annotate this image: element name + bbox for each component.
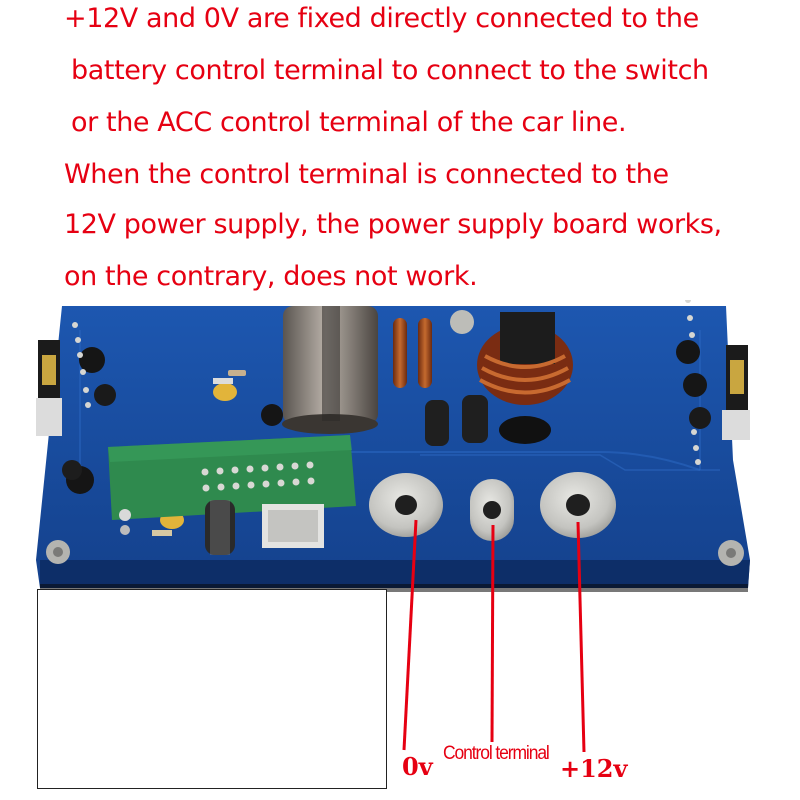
pcb-edge-shadow xyxy=(40,560,750,588)
pcb-photo xyxy=(36,300,750,753)
label-control-terminal: Control terminal xyxy=(443,743,550,764)
label-12v: +12v xyxy=(560,754,628,783)
label-0v: 0v xyxy=(402,752,433,781)
pointer-lines xyxy=(402,519,586,753)
caption-line-1: +12V and 0V are fixed directly connected… xyxy=(64,3,699,34)
small-electrolytic xyxy=(205,500,235,555)
caption-line-3: or the ACC control terminal of the car l… xyxy=(71,107,627,138)
top-screw xyxy=(450,310,474,334)
right-pin-column xyxy=(685,300,701,465)
left-pin-column xyxy=(72,322,91,408)
regulator xyxy=(262,504,324,548)
terminal-12v xyxy=(540,472,616,538)
right-transistor-group xyxy=(676,340,750,440)
terminal-control xyxy=(470,479,514,541)
control-daughter-board xyxy=(108,435,356,520)
tantalum-cap xyxy=(213,383,237,401)
blank-panel xyxy=(37,589,387,789)
left-transistor-group xyxy=(36,340,116,494)
electrolytic-capacitor xyxy=(282,306,378,434)
copper-loops xyxy=(393,318,432,388)
caption-line-5: 12V power supply, the power supply board… xyxy=(64,209,722,240)
inductor xyxy=(477,312,573,405)
caption-line-6: on the contrary, does not work. xyxy=(64,261,478,292)
small-capacitors xyxy=(425,395,551,446)
caption-line-4: When the control terminal is connected t… xyxy=(64,159,669,190)
caption-line-2: battery control terminal to connect to t… xyxy=(71,55,709,86)
terminal-0v xyxy=(369,473,443,537)
caption-block: +12V and 0V are fixed directly connected… xyxy=(0,0,800,300)
